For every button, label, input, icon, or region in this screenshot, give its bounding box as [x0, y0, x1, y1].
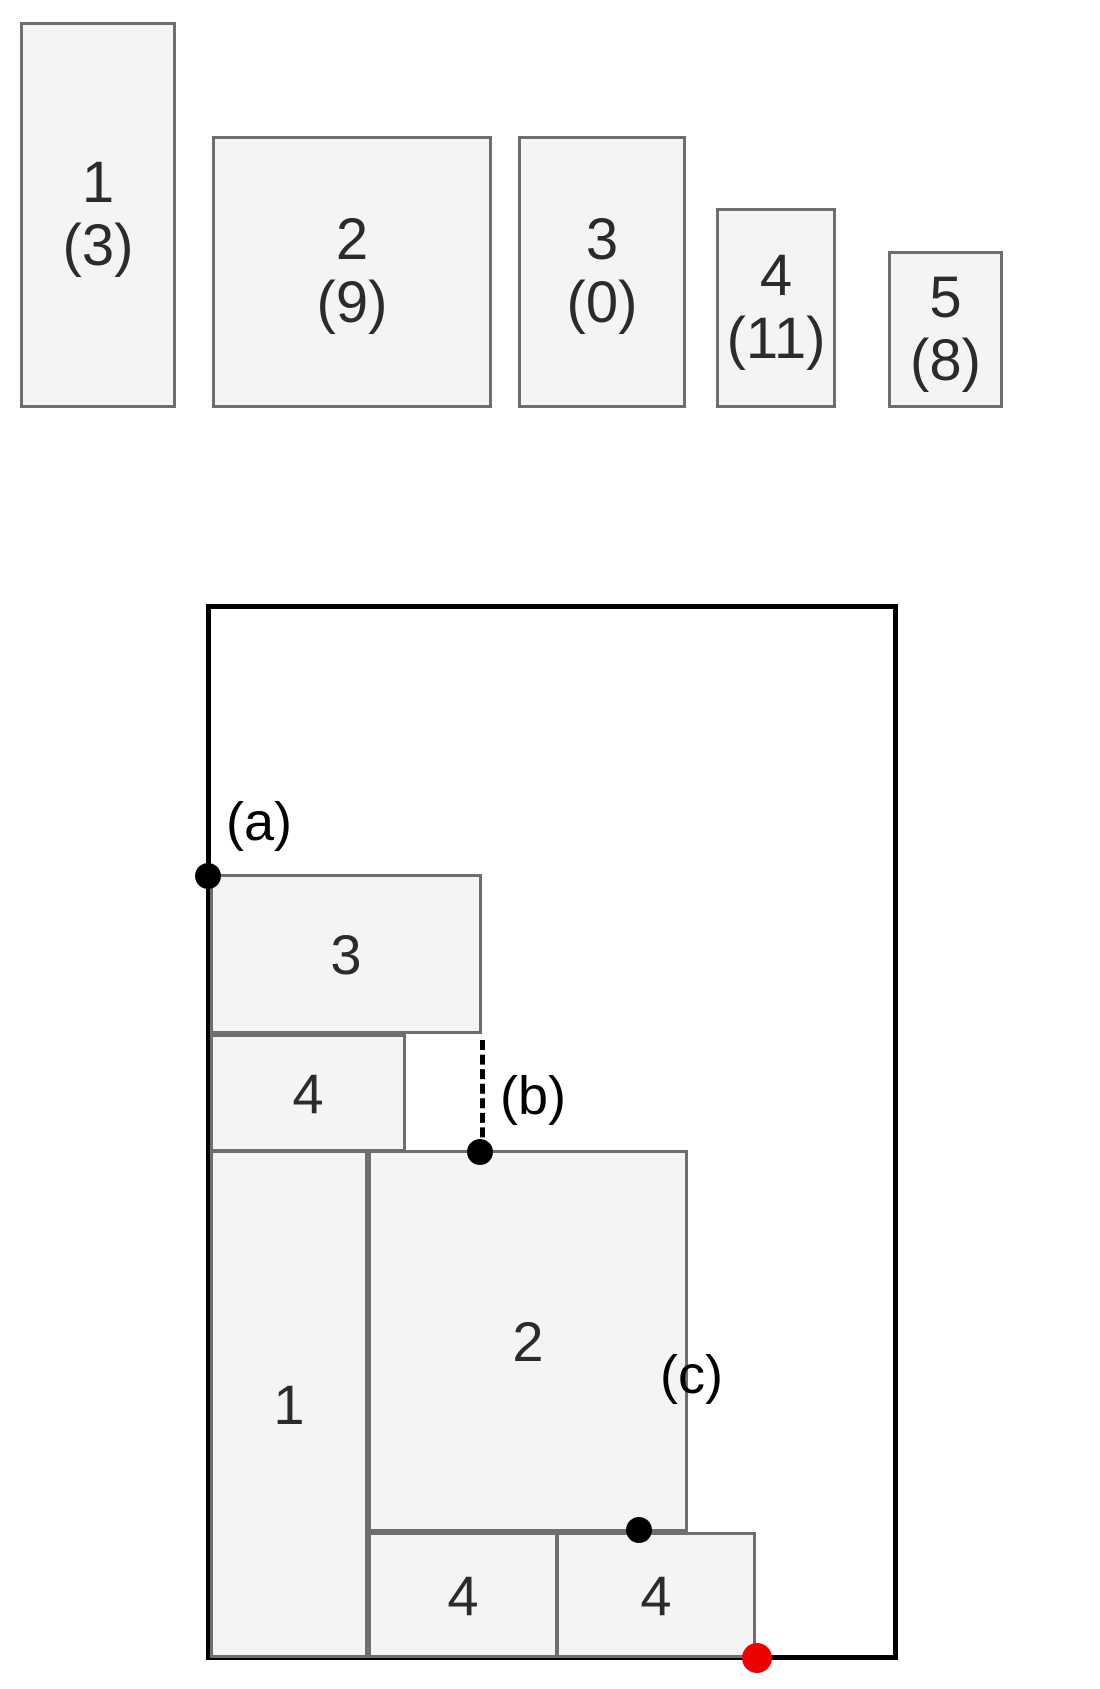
placed-item-2[interactable]: 2 — [368, 1150, 688, 1532]
catalogue-item-3-label: 3 — [585, 207, 619, 273]
placed-item-1[interactable]: 1 — [210, 1150, 368, 1658]
catalogue-item-1-label: 1 — [81, 150, 115, 216]
anchor-point-a-label: (a) — [226, 792, 292, 852]
placed-item-3-label: 3 — [330, 922, 362, 986]
placed-item-4-bottom-left-label: 4 — [447, 1563, 479, 1627]
anchor-point-c[interactable] — [626, 1517, 652, 1543]
placed-item-2-label: 2 — [512, 1309, 544, 1373]
placed-item-4-bottom-right-label: 4 — [640, 1563, 672, 1627]
catalogue-item-4-value: (11) — [726, 306, 826, 371]
catalogue-item-5-value: (8) — [910, 327, 981, 393]
catalogue-item-2-label: 2 — [335, 207, 369, 273]
placed-item-4-upper-label: 4 — [292, 1061, 324, 1125]
catalogue-item-1[interactable]: 1 (3) — [20, 22, 176, 408]
placed-item-4-bottom-left[interactable]: 4 — [368, 1532, 558, 1658]
anchor-point-c-label: (c) — [660, 1345, 723, 1405]
catalogue-item-5-label: 5 — [929, 264, 962, 330]
catalogue-item-4-label: 4 — [759, 243, 793, 309]
item-catalogue: 1 (3) 2 (9) 3 (0) 4 (11) 5 (8) — [0, 0, 1100, 440]
dashed-guide-b — [480, 1040, 485, 1152]
catalogue-item-2-value: (9) — [316, 270, 388, 335]
catalogue-item-3[interactable]: 3 (0) — [518, 136, 686, 408]
placed-item-3[interactable]: 3 — [210, 874, 482, 1034]
catalogue-item-5[interactable]: 5 (8) — [888, 251, 1003, 408]
placed-item-1-label: 1 — [273, 1372, 305, 1436]
anchor-point-b[interactable] — [467, 1139, 493, 1165]
anchor-point-b-label: (b) — [500, 1066, 566, 1126]
anchor-point-a[interactable] — [195, 863, 221, 889]
origin-point[interactable] — [742, 1643, 772, 1673]
catalogue-item-1-value: (3) — [62, 213, 134, 278]
catalogue-item-2[interactable]: 2 (9) — [212, 136, 492, 408]
placed-item-4-bottom-right[interactable]: 4 — [556, 1532, 756, 1658]
catalogue-item-4[interactable]: 4 (11) — [716, 208, 836, 408]
catalogue-item-3-value: (0) — [566, 270, 638, 335]
placed-item-4-upper[interactable]: 4 — [210, 1034, 406, 1152]
